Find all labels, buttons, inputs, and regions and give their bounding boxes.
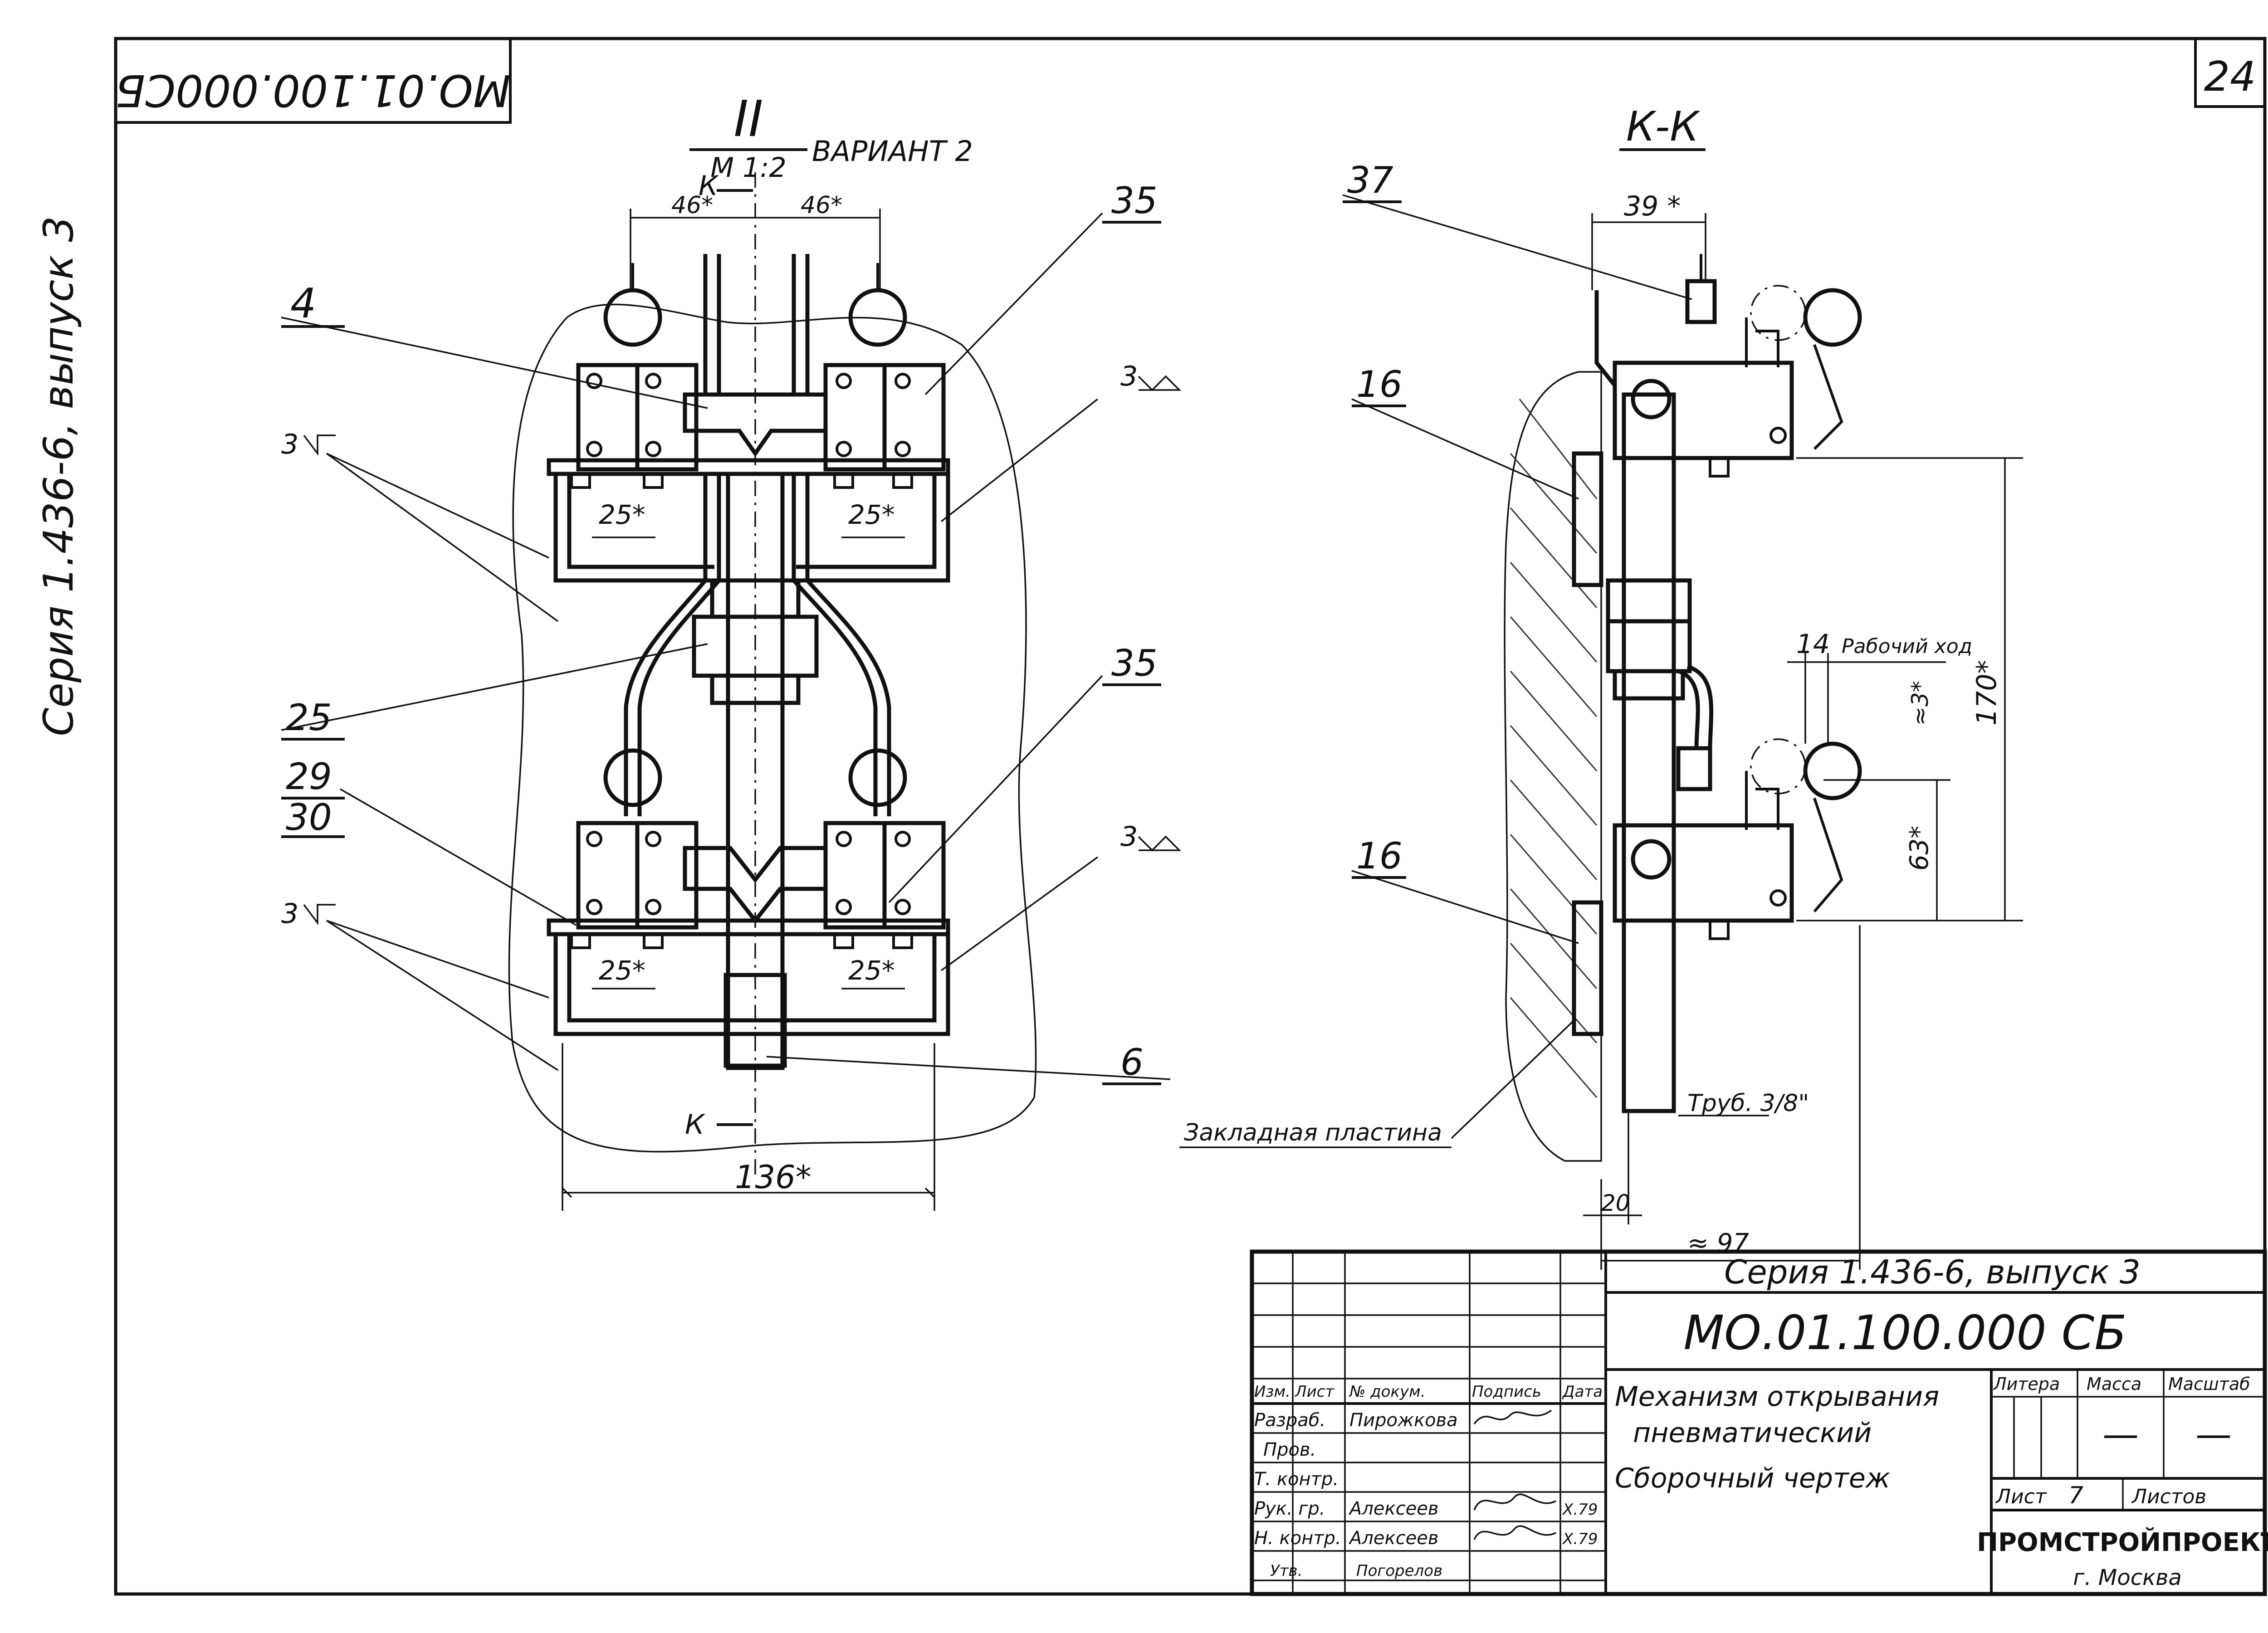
weld-mark-left-bottom: 3 xyxy=(281,898,298,930)
tb-name-1-person: Пирожкова xyxy=(1349,1410,1458,1431)
callout-37: 37 xyxy=(1347,159,1393,201)
view-ii-variant: ВАРИАНТ 2 xyxy=(812,135,973,168)
tb-sheet-label: Лист xyxy=(1995,1485,2047,1508)
section-k-k-title: К-К xyxy=(1626,103,1701,151)
tb-code: МО.01.100.000 СБ xyxy=(1683,1305,2126,1360)
tb-name-5-person: Алексеев xyxy=(1348,1528,1438,1549)
tb-role-5: Н. контр. xyxy=(1254,1528,1341,1549)
tb-city: г. Москва xyxy=(2073,1565,2182,1590)
central-stem xyxy=(624,472,891,1070)
view-ii-dimensions xyxy=(562,209,935,1211)
tb-sheets-label: Листов xyxy=(2131,1485,2206,1508)
wall-hatching xyxy=(1510,399,1598,1098)
dim-25-top-right: 25* xyxy=(848,499,895,530)
tb-head-mass: Масса xyxy=(2087,1374,2141,1394)
tb-role-3: Т. контр. xyxy=(1254,1469,1339,1490)
view-ii-title: II xyxy=(734,90,763,148)
weld-mark-right-bottom: 3 xyxy=(1120,821,1138,853)
callout-35-bottom: 35 xyxy=(1111,642,1158,684)
tb-sheet-value: 7 xyxy=(2068,1482,2083,1509)
callout-4: 4 xyxy=(290,280,316,327)
view-ii xyxy=(281,148,1171,1211)
callout-30: 30 xyxy=(286,796,332,838)
dim-25-bot-left: 25* xyxy=(599,955,645,986)
weld-mark-right-top: 3 xyxy=(1120,361,1138,392)
tb-name-2: пневматический xyxy=(1633,1417,1872,1449)
tb-col-date: Дата xyxy=(1562,1383,1603,1401)
tb-head-litera: Литера xyxy=(1993,1374,2060,1394)
dim-46-left: 46* xyxy=(671,192,713,219)
callout-16-bottom: 16 xyxy=(1356,835,1403,877)
section-mark-bottom: К xyxy=(685,1109,705,1141)
side-series-label: Серия 1.436-6, выпуск 3 xyxy=(35,216,83,736)
dim-25-top-left: 25* xyxy=(599,499,645,530)
tb-mass-value: — xyxy=(2102,1413,2139,1455)
signature-4 xyxy=(1473,1493,1556,1511)
embed-plate-label: Закладная пластина xyxy=(1184,1119,1442,1146)
dim-39: 39 * xyxy=(1624,190,1681,222)
work-stroke-label: Рабочий ход xyxy=(1842,635,1972,658)
callout-25: 25 xyxy=(286,697,332,739)
tb-role-2: Пров. xyxy=(1263,1439,1316,1460)
tb-role-1: Разраб. xyxy=(1254,1410,1325,1431)
dim-14: 14 xyxy=(1796,629,1830,659)
tb-name-3: Сборочный чертеж xyxy=(1615,1462,1890,1494)
tb-name-1: Механизм открывания xyxy=(1615,1381,1939,1413)
dim-25-bot-right: 25* xyxy=(848,955,895,986)
tb-name-6-person: Погорелов xyxy=(1356,1562,1442,1580)
tb-col-list: Лист xyxy=(1294,1383,1334,1401)
signature-5 xyxy=(1473,1525,1556,1540)
tb-series: Серия 1.436-6, выпуск 3 xyxy=(1724,1253,2141,1291)
tb-role-4: Рук. гр. xyxy=(1254,1498,1325,1519)
callout-6: 6 xyxy=(1120,1041,1144,1083)
tb-scale-value: — xyxy=(2195,1413,2232,1455)
break-outline xyxy=(508,303,1037,1153)
section-mark-top: К xyxy=(699,170,719,202)
title-block xyxy=(1250,1249,2267,1596)
dim-136: 136* xyxy=(735,1159,811,1196)
top-stamp-code: МО.01.100.000СБ xyxy=(115,65,510,116)
sheet-number: 24 xyxy=(2204,53,2256,101)
section-k-k xyxy=(1179,148,2023,1270)
dim-46-right: 46* xyxy=(801,192,842,219)
weld-mark-left-top: 3 xyxy=(281,429,298,460)
tb-role-6: Утв. xyxy=(1270,1562,1302,1580)
tb-date-4: X.79 xyxy=(1562,1501,1598,1519)
dim-20: 20 xyxy=(1601,1190,1630,1216)
callout-35-top: 35 xyxy=(1111,180,1158,222)
callout-16-top: 16 xyxy=(1356,363,1403,405)
dim-63: 63* xyxy=(1905,826,1934,871)
dim-170: 170* xyxy=(1971,660,2003,726)
tb-head-scale: Масштаб xyxy=(2168,1374,2250,1394)
tb-date-5: X.79 xyxy=(1562,1530,1598,1548)
upper-valve-assembly xyxy=(547,254,950,583)
tb-col-sign: Подпись xyxy=(1472,1383,1541,1401)
signature-1 xyxy=(1473,1409,1552,1425)
tb-name-4-person: Алексеев xyxy=(1348,1498,1438,1519)
tb-col-izm: Изм. xyxy=(1254,1383,1290,1401)
pipe-label: Труб. 3/8" xyxy=(1687,1090,1809,1117)
dim-3: ≈3* xyxy=(1907,681,1933,726)
tb-col-doc: № докум. xyxy=(1349,1383,1426,1401)
view-ii-leaders xyxy=(281,212,1171,1080)
tb-org: ПРОМСТРОЙПРОЕКТ xyxy=(1977,1527,2268,1557)
callout-29: 29 xyxy=(286,756,332,798)
sheet-frame xyxy=(114,37,2267,1596)
view-ii-scale: М 1:2 xyxy=(710,152,786,184)
lower-valve-assembly xyxy=(547,748,950,1068)
